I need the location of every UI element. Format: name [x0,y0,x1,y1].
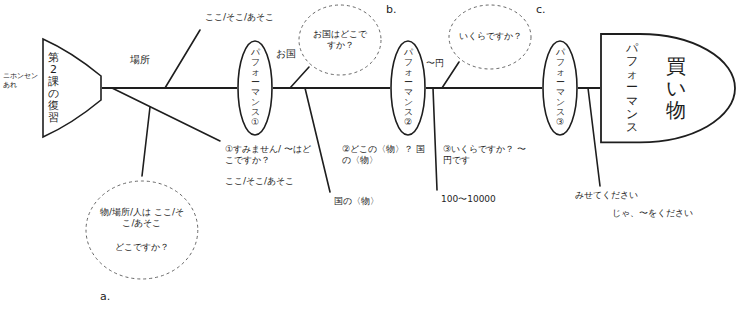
spine-line [102,87,237,89]
bone-label: ここ/そこ/あそこ [205,12,274,23]
circled-note: 物/場所/人は ここ/そこ/あそこどこですか？ [85,180,199,280]
dashed-circle [299,5,381,75]
bone-label: お国 [276,48,296,61]
dashed-circle [86,181,198,279]
goal-head: パフォーマンス 買い物 [600,33,736,143]
spine-line [578,87,600,89]
bone-label: ①すみません/ 〜はどこですか？ [225,144,313,167]
bone-lines [112,30,600,192]
question-bone [112,88,220,141]
note-text: いくらですか？ [459,31,522,42]
bone-label: ②どこの〈物〉？ 国の〈物〉 [342,144,426,167]
topic-text: 第2課の復習 [48,52,59,125]
note-text: どこですか？ [115,242,169,253]
goal-text: パフォーマンス [626,42,638,134]
bone-label: ここ/そこ/あそこ [225,176,294,187]
performance-rib: パフォーマンス② [390,40,426,136]
country-bone [290,67,309,88]
origin-bone [305,88,330,192]
performance-rib: パフォーマンス③ [542,40,578,136]
head-outline-path [601,34,735,142]
rib-ellipse [543,41,577,135]
bone-label: 国の〈物〉 [334,196,379,207]
bone-label: 100〜10000 [441,194,496,205]
rib-ellipse [391,41,425,135]
rib-text: パフォーマンス② [404,48,413,127]
callout-letter: a. [100,290,110,304]
circled-note-outline [85,180,199,280]
spine-line [426,87,542,89]
rib-text: パフォーマンス① [251,48,260,127]
performance-rib: パフォーマンス① [237,40,273,136]
side-note: ニホンセン あれ [3,72,41,90]
dashed-circle [449,5,531,69]
note-text: お国はどこですか？ [310,29,370,52]
note-text: 物/場所/人は ここ/そこ/あそこ [99,207,185,230]
request-bone [588,88,600,186]
bone-label: ③いくらですか？ 〜円です [443,144,527,167]
amount-bone [433,88,437,190]
circled-note: お国はどこですか？ [298,4,382,76]
spine-line [273,87,390,89]
price-bone [442,62,459,88]
circle-a-bone [142,107,150,176]
place-bone [165,30,200,88]
circled-note: いくらですか？ [448,4,532,70]
callout-letter: c. [536,3,546,17]
callout-letter: b. [386,3,396,17]
topic-tail: 第2課の復習 [42,38,102,138]
bone-label: 場所 [130,54,150,67]
rib-text: パフォーマンス③ [556,48,565,127]
tail-outline-path [43,39,101,137]
bone-label: みせてください [575,190,638,201]
rib-ellipse [238,41,272,135]
bone-label: じゃ、〜をください [612,208,693,219]
bone-label: 〜円 [426,58,444,69]
goal-text: 買い物 [666,55,686,121]
